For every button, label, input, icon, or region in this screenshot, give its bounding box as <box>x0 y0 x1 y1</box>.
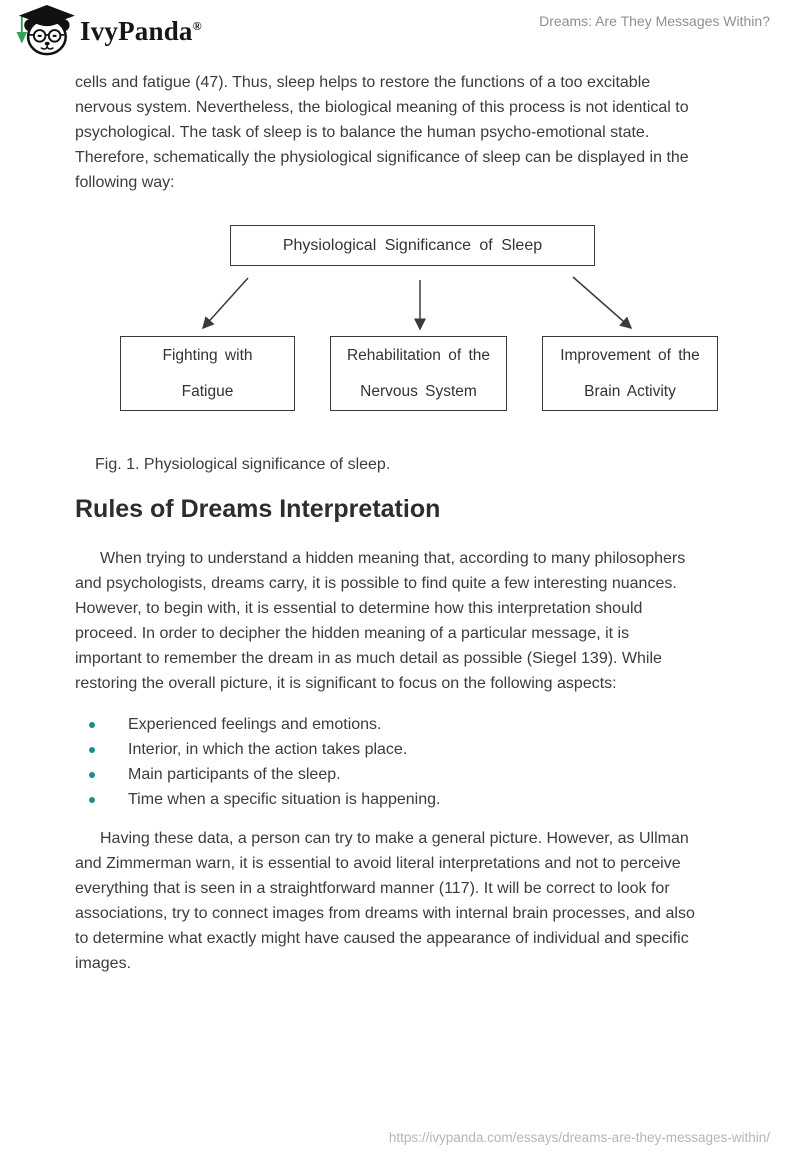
paragraph-sleep-functions: cells and fatigue (47). Thus, sleep help… <box>75 74 689 191</box>
panda-nose <box>44 41 50 46</box>
graduation-cap <box>18 4 75 27</box>
diagram-box-root: Physiological Significance of Sleep <box>230 225 595 266</box>
arrow-right <box>572 276 633 329</box>
list-item: Experienced feelings and emotions. <box>75 712 727 737</box>
panda-mouth <box>40 44 54 50</box>
list-item: Interior, in which the action takes plac… <box>75 737 727 762</box>
diagram-box-nervous-system: Rehabilitation of the Nervous System <box>330 336 507 411</box>
brand-text: IvyPanda <box>80 16 193 46</box>
aspects-list: Experienced feelings and emotions. Inter… <box>75 712 727 812</box>
registered-mark: ® <box>192 19 202 33</box>
list-item: Main participants of the sleep. <box>75 762 727 787</box>
panda-eye-right <box>52 34 57 37</box>
graduation-cap-band <box>35 19 59 27</box>
brand-name: IvyPanda® <box>80 16 202 47</box>
figure-caption: Fig. 1. Physiological significance of sl… <box>95 456 391 473</box>
figure-diagram: Physiological Significance of Sleep Figh… <box>0 218 800 430</box>
panda-eye-left <box>37 34 42 37</box>
ivypanda-panda-logo-icon <box>16 4 75 56</box>
tassel-leaf <box>16 31 28 44</box>
diagram-box-fatigue: Fighting with Fatigue <box>120 336 295 411</box>
diagram-arrows <box>201 276 633 331</box>
section-heading: Rules of Dreams Interpretation <box>75 495 441 523</box>
paragraph-general-picture: Having these data, a person can try to m… <box>75 830 695 972</box>
footer-source-url: https://ivypanda.com/essays/dreams-are-t… <box>388 1130 770 1145</box>
document-title: Dreams: Are They Messages Within? <box>539 13 770 29</box>
paragraph-interpretation: When trying to understand a hidden meani… <box>75 550 686 692</box>
diagram-box-brain-activity: Improvement of the Brain Activity <box>542 336 718 411</box>
list-item: Time when a specific situation is happen… <box>75 787 727 812</box>
arrow-left <box>201 277 249 330</box>
